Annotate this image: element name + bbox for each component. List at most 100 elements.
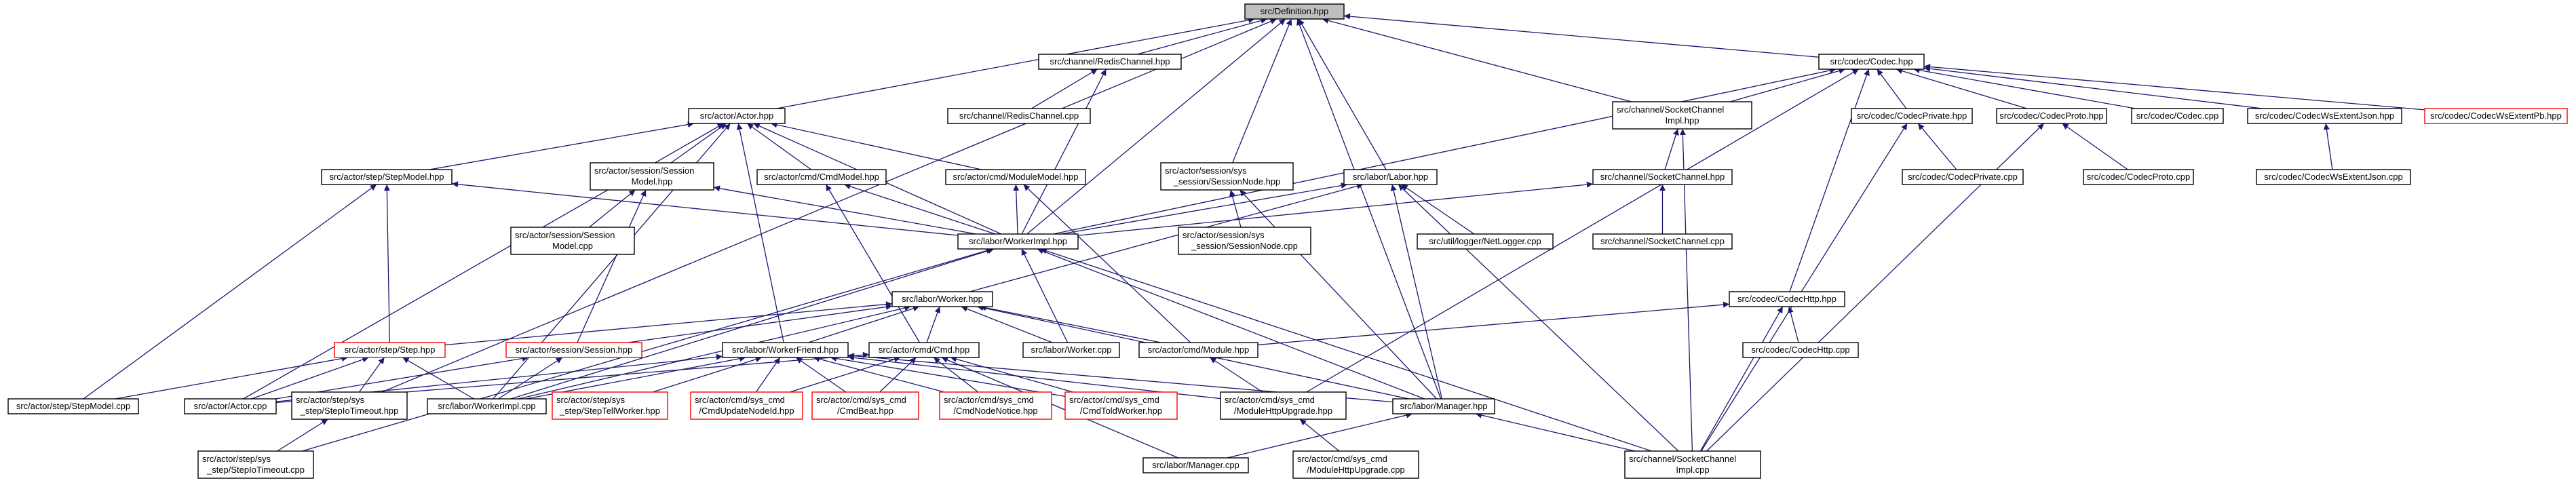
node-box xyxy=(1178,227,1311,255)
node-codec-hpp[interactable]: src/codec/Codec.hpp xyxy=(1818,54,1925,70)
node-stepio-hpp[interactable]: src/actor/step/sys_step/StepIoTimeout.hp… xyxy=(291,391,408,420)
edge-cmdbeat_hpp-to-cmd_hpp xyxy=(879,357,917,393)
node-stepmodel-cpp[interactable]: src/actor/step/StepModel.cpp xyxy=(7,398,139,414)
edge-modhttpup_cpp-to-modhttpup_hpp xyxy=(1299,419,1340,452)
edge-stepio_cpp-to-workerimpl_hpp xyxy=(302,248,993,452)
node-cmdtoldworker-hpp[interactable]: src/actor/cmd/sys_cmd/CmdToldWorker.hpp xyxy=(1064,391,1178,420)
node-label: src/actor/step/sys xyxy=(202,454,271,464)
node-cmdmodel-hpp[interactable]: src/actor/cmd/CmdModel.hpp xyxy=(756,169,887,185)
node-cmdbeat-hpp[interactable]: src/actor/cmd/sys_cmd/CmdBeat.hpp xyxy=(811,391,919,420)
edge-workerimpl_cpp-to-step_hpp xyxy=(402,357,474,400)
node-label: src/channel/RedisChannel.cpp xyxy=(959,111,1079,121)
edge-manager_hpp-to-labor_hpp xyxy=(1390,184,1443,400)
edge-workerimpl_cpp-to-worker_hpp xyxy=(518,305,911,400)
edge-cmdupdate_hpp-to-workerfriend_hpp xyxy=(755,357,781,393)
node-box xyxy=(2247,108,2402,124)
node-label: src/codec/Codec.hpp xyxy=(1830,56,1912,66)
node-box xyxy=(891,291,993,307)
node-label: /CmdNodeNotice.hpp xyxy=(953,406,1037,416)
node-step-hpp[interactable]: src/actor/step/Step.hpp xyxy=(334,342,446,358)
node-label: src/actor/step/StepModel.hpp xyxy=(329,172,444,182)
edge-cmdtoldworker_hpp-to-workerfriend_hpp xyxy=(830,355,1066,397)
edge-stepmodel_hpp-to-actor_hpp xyxy=(429,121,695,170)
node-label: Model.hpp xyxy=(632,176,673,187)
edge-workerimpl_cpp-to-workerimpl_hpp xyxy=(510,248,995,400)
edge-sock_impl_cpp-to-workerimpl_hpp xyxy=(1040,248,1652,452)
node-box xyxy=(1612,101,1752,130)
node-label: src/actor/step/StepModel.cpp xyxy=(16,401,130,411)
node-manager-cpp[interactable]: src/labor/Manager.cpp xyxy=(1142,457,1249,473)
edge-codec_private_hpp-to-codec_hpp xyxy=(1877,69,1907,109)
node-workerimpl-cpp[interactable]: src/labor/WorkerImpl.cpp xyxy=(427,398,547,414)
node-codechttp-cpp[interactable]: src/codec/CodecHttp.cpp xyxy=(1742,342,1859,358)
node-ws-json-cpp[interactable]: src/codec/CodecWsExtentJson.cpp xyxy=(2256,169,2411,185)
node-sessionnode-cpp[interactable]: src/actor/session/sys_session/SessionNod… xyxy=(1178,227,1311,255)
node-label: src/actor/cmd/CmdModel.hpp xyxy=(764,172,879,182)
nodes-layer: src/Definition.hpp src/channel/RedisChann… xyxy=(7,3,2568,479)
node-stepio-cpp[interactable]: src/actor/step/sys_step/StepIoTimeout.cp… xyxy=(197,450,314,479)
node-label: src/codec/CodecPrivate.hpp xyxy=(1857,111,1967,121)
node-label: src/channel/RedisChannel.hpp xyxy=(1050,56,1170,66)
node-ws-json-hpp[interactable]: src/codec/CodecWsExtentJson.hpp xyxy=(2247,108,2402,124)
edge-workerfriend_hpp-to-actor_hpp xyxy=(736,123,784,343)
node-box xyxy=(1160,162,1294,191)
node-box xyxy=(510,227,635,255)
node-codec-proto-cpp[interactable]: src/codec/CodecProto.cpp xyxy=(2083,169,2194,185)
node-label: src/codec/CodecProto.cpp xyxy=(2087,172,2190,182)
node-actor-hpp[interactable]: src/actor/Actor.hpp xyxy=(688,108,786,124)
node-cmd-hpp[interactable]: src/actor/cmd/Cmd.hpp xyxy=(868,342,980,358)
node-label: src/codec/CodecWsExtentPb.hpp xyxy=(2430,111,2562,121)
node-labor-hpp[interactable]: src/labor/Labor.hpp xyxy=(1343,169,1438,185)
node-modhttpup-cpp[interactable]: src/actor/cmd/sys_cmd/ModuleHttpUpgrade.… xyxy=(1292,450,1419,479)
node-cmdnodenotice-hpp[interactable]: src/actor/cmd/sys_cmd/CmdNodeNotice.hpp xyxy=(939,391,1052,420)
node-box xyxy=(1064,391,1178,420)
node-box xyxy=(688,108,786,124)
node-codechttp-hpp[interactable]: src/codec/CodecHttp.hpp xyxy=(1729,291,1845,307)
node-sockchan-cpp[interactable]: src/channel/SocketChannel.cpp xyxy=(1592,233,1733,250)
edge-worker_cpp-to-workerimpl_hpp xyxy=(1021,248,1069,343)
node-redis-cpp[interactable]: src/channel/RedisChannel.cpp xyxy=(947,108,1091,124)
node-modhttpup-hpp[interactable]: src/actor/cmd/sys_cmd/ModuleHttpUpgrade.… xyxy=(1220,391,1347,420)
node-label: /CmdUpdateNodeId.hpp xyxy=(699,406,794,416)
node-label: src/codec/CodecProto.hpp xyxy=(1999,111,2103,121)
node-modulemodel-hpp[interactable]: src/actor/cmd/ModuleModel.hpp xyxy=(945,169,1086,185)
edge-sock_impl_cpp-to-codechttp_hpp xyxy=(1699,306,1784,452)
node-label: src/util/logger/NetLogger.cpp xyxy=(1429,236,1541,246)
node-sessionnode-hpp[interactable]: src/actor/session/sys_session/SessionNod… xyxy=(1160,162,1294,191)
edge-redis_hpp-to-definition xyxy=(1137,17,1267,55)
node-module-hpp[interactable]: src/actor/cmd/Module.hpp xyxy=(1138,342,1258,358)
node-label: _step/StepTellWorker.hpp xyxy=(559,406,660,416)
edge-workerimpl_hpp-to-sockchan_hpp xyxy=(1077,181,1594,236)
node-workerfriend-hpp[interactable]: src/labor/WorkerFriend.hpp xyxy=(722,342,849,358)
node-codec-cpp[interactable]: src/codec/Codec.cpp xyxy=(2131,108,2224,124)
edge-workerimpl_hpp-to-definition xyxy=(1026,18,1286,235)
edge-netlogger_cpp-to-labor_hpp xyxy=(1401,184,1475,235)
node-redis-hpp[interactable]: src/channel/RedisChannel.hpp xyxy=(1038,54,1182,70)
node-label: Impl.cpp xyxy=(1676,465,1709,475)
node-netlogger-cpp[interactable]: src/util/logger/NetLogger.cpp xyxy=(1417,233,1554,250)
node-session-hpp[interactable]: src/actor/session/Session.hpp xyxy=(505,342,642,358)
node-worker-cpp[interactable]: src/labor/Worker.cpp xyxy=(1022,342,1120,358)
node-definition[interactable]: src/Definition.hpp xyxy=(1244,3,1345,20)
node-box xyxy=(1729,291,1845,307)
node-label: src/actor/Actor.hpp xyxy=(700,111,773,121)
node-box xyxy=(957,233,1079,250)
node-steptell-hpp[interactable]: src/actor/step/sys_step/StepTellWorker.h… xyxy=(552,391,668,420)
node-codec-private-cpp[interactable]: src/codec/CodecPrivate.cpp xyxy=(1902,169,2024,185)
edge-sockchan_hpp-to-sock_impl_hpp xyxy=(1664,128,1679,170)
node-actor-cpp[interactable]: src/actor/Actor.cpp xyxy=(184,398,277,414)
node-worker-hpp[interactable]: src/labor/Worker.hpp xyxy=(891,291,993,307)
node-stepmodel-hpp[interactable]: src/actor/step/StepModel.hpp xyxy=(321,169,453,185)
node-ws-pb-hpp[interactable]: src/codec/CodecWsExtentPb.hpp xyxy=(2424,108,2568,124)
edge-cmd_hpp-to-worker_hpp xyxy=(926,306,941,343)
node-manager-hpp[interactable]: src/labor/Manager.hpp xyxy=(1392,398,1495,414)
node-cmdupdate-hpp[interactable]: src/actor/cmd/sys_cmd/CmdUpdateNodeId.hp… xyxy=(690,391,803,420)
node-codec-private-hpp[interactable]: src/codec/CodecPrivate.hpp xyxy=(1851,108,1973,124)
node-sockchan-hpp[interactable]: src/channel/SocketChannel.hpp xyxy=(1592,169,1733,185)
node-workerimpl-hpp[interactable]: src/labor/WorkerImpl.hpp xyxy=(957,233,1079,250)
node-codec-proto-hpp[interactable]: src/codec/CodecProto.hpp xyxy=(1996,108,2107,124)
